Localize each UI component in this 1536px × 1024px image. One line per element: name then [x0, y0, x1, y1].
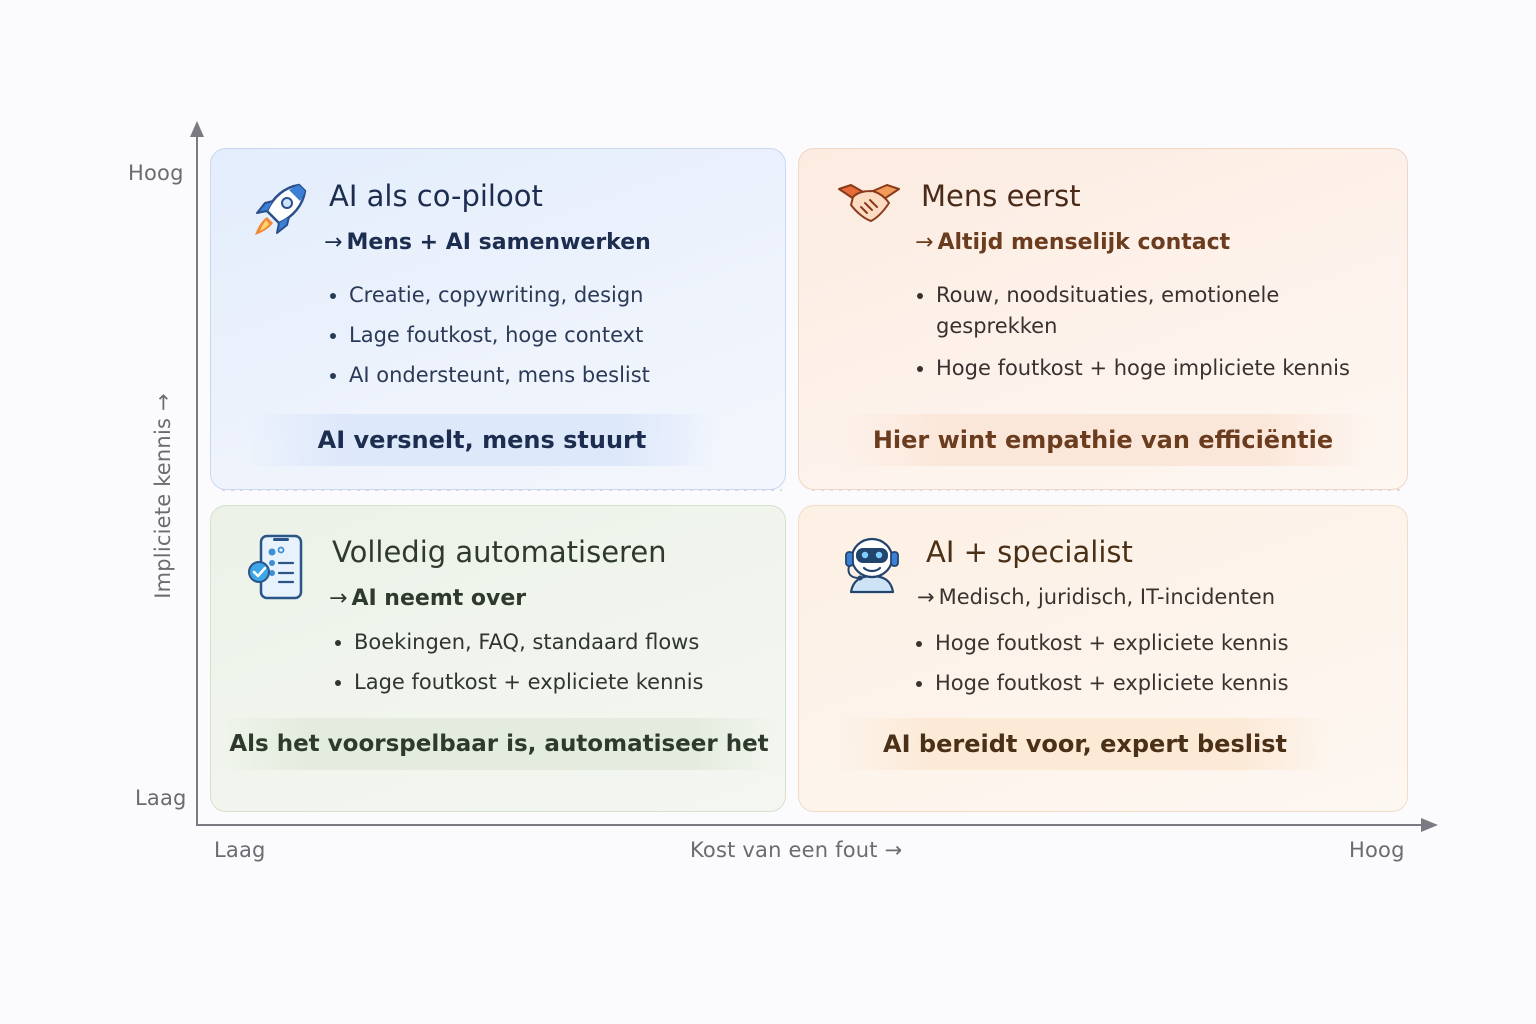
quadrant-summary-band: Hier wint empathie van efficiëntie [835, 414, 1371, 466]
list-item: Hoge foutkost + expliciete kennis [914, 631, 1289, 655]
x-axis-arrowhead [1421, 818, 1438, 832]
quadrant-title: Volledig automatiseren [332, 535, 667, 569]
x-axis-low-label: Laag [214, 838, 266, 862]
arrow-glyph: → [917, 585, 935, 609]
list-item-line: Rouw, noodsituaties, emotionele [936, 283, 1280, 307]
list-item: Creatie, copywriting, design [328, 283, 650, 307]
quadrant-title: AI + specialist [926, 535, 1133, 569]
list-item: Lage foutkost, hoge context [328, 323, 650, 347]
list-item: AI ondersteunt, mens beslist [328, 363, 650, 387]
y-axis-arrowhead [190, 121, 204, 137]
quadrant-bullet-list: Boekingen, FAQ, standaard flows Lage fou… [333, 630, 704, 710]
y-axis-title: Impliciete kennis → [151, 393, 175, 599]
y-axis-low-label: Laag [135, 786, 187, 810]
arrow-glyph: → [324, 230, 343, 255]
arrow-glyph: → [915, 230, 934, 255]
quadrant-full-automation: Volledig automatiseren →AI neemt over Bo… [210, 505, 786, 812]
quadrant-title: AI als co-piloot [329, 179, 543, 213]
list-item: Boekingen, FAQ, standaard flows [333, 630, 704, 654]
quadrant-subtitle-text: Medisch, juridisch, IT-incidenten [938, 585, 1276, 609]
handshake-icon [838, 184, 900, 222]
quadrant-subtitle: →Mens + AI samenwerken [324, 230, 651, 255]
quadrant-subtitle: →Medisch, juridisch, IT-incidenten [917, 585, 1275, 609]
quadrant-ai-plus-specialist: AI + specialist →Medisch, juridisch, IT-… [798, 505, 1408, 812]
x-axis-title: Kost van een fout → [690, 838, 903, 862]
quadrant-summary-band: AI bereidt voor, expert beslist [835, 718, 1335, 770]
quadrant-subtitle: →Altijd menselijk contact [915, 230, 1230, 255]
list-item-line: gesprekken [936, 314, 1058, 338]
quadrant-subtitle-text: Altijd menselijk contact [937, 230, 1231, 255]
list-item: Hoge foutkost + expliciete kennis [914, 671, 1289, 695]
robot-headset-icon [845, 537, 899, 594]
quadrant-bullet-list: Creatie, copywriting, design Lage foutko… [328, 283, 650, 403]
arrow-glyph: → [329, 586, 348, 611]
quadrant-summary-band: Als het voorspelbaar is, automatiseer he… [219, 718, 779, 770]
list-item: Hoge foutkost + hoge impliciete kennis [915, 356, 1350, 380]
y-axis-high-label: Hoog [128, 161, 184, 185]
quadrant-bullet-list: Rouw, noodsituaties, emotionele gesprekk… [915, 283, 1350, 396]
list-item: Lage foutkost + expliciete kennis [333, 670, 704, 694]
x-axis-high-label: Hoog [1349, 838, 1405, 862]
quadrant-ai-co-pilot: AI als co-piloot →Mens + AI samenwerken … [210, 148, 786, 490]
rocket-icon [255, 183, 307, 235]
list-item: Rouw, noodsituaties, emotionele gesprekk… [915, 283, 1350, 338]
quadrant-subtitle-text: AI neemt over [351, 586, 527, 611]
quadrant-bullet-list: Hoge foutkost + expliciete kennis Hoge f… [914, 631, 1289, 711]
quadrant-subtitle-text: Mens + AI samenwerken [346, 230, 651, 255]
phone-checklist-icon [248, 534, 303, 600]
quadrant-human-first: Mens eerst →Altijd menselijk contact Rou… [798, 148, 1408, 490]
quadrant-title: Mens eerst [921, 179, 1081, 213]
quadrant-summary-band: AI versnelt, mens stuurt [247, 414, 717, 466]
quadrant-subtitle: →AI neemt over [329, 586, 526, 611]
